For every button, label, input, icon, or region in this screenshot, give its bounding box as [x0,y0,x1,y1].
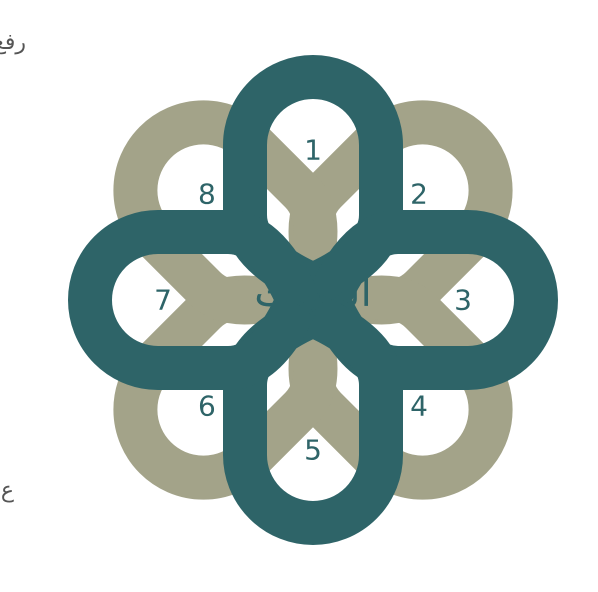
center-title: الجهات [254,270,371,316]
petal-number-3: 3 [454,284,472,317]
petal-number-2: 2 [410,177,428,210]
petal-number-5: 5 [304,434,322,467]
petal-number-7: 7 [154,284,172,317]
petal-number-4: 4 [410,390,428,423]
petal-number-8: 8 [198,177,216,210]
petal-number-6: 6 [198,390,216,423]
petal-number-1: 1 [304,134,322,167]
